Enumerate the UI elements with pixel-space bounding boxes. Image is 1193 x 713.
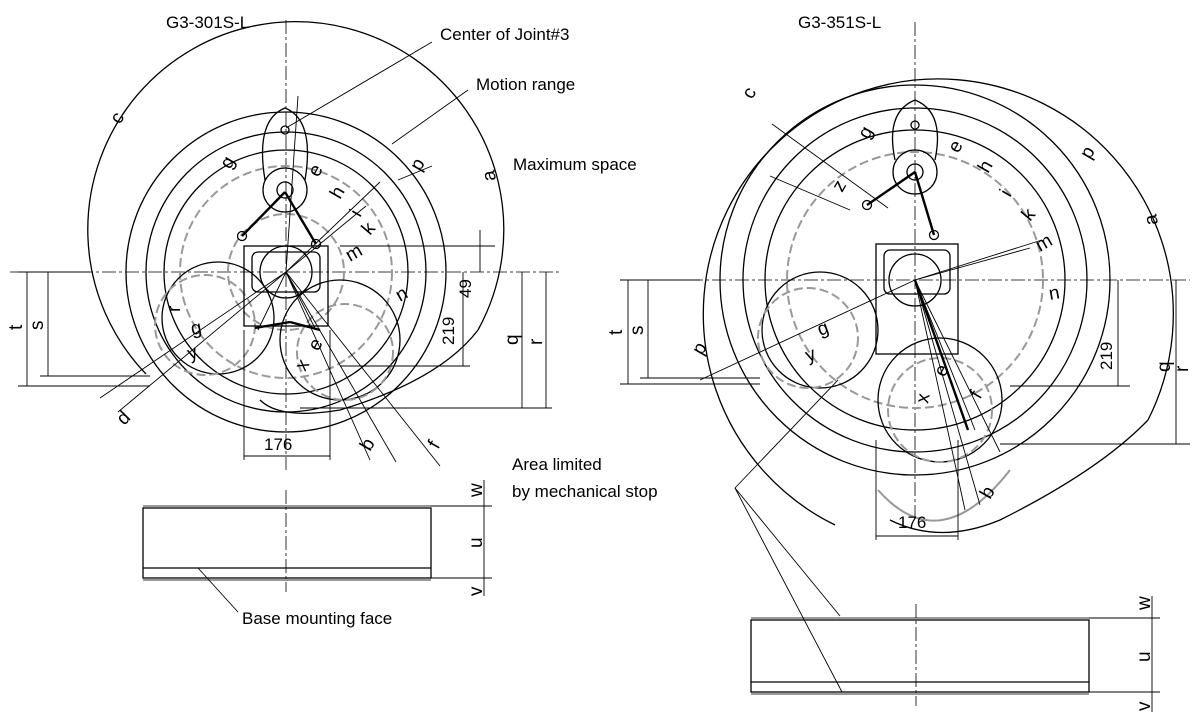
letter-c-right: c: [738, 84, 761, 103]
letter-m-right: m: [1032, 230, 1056, 256]
dim-176-left: 176: [264, 435, 292, 454]
dim-219-right: 219: [1097, 342, 1116, 370]
motion-range-label: Motion range: [476, 75, 575, 94]
letter-b-left: b: [356, 435, 379, 455]
letter-s-left: s: [27, 321, 48, 331]
letter-w-left: w: [466, 483, 487, 498]
letter-y-right: y: [803, 344, 820, 367]
letter-e-left: e: [304, 161, 327, 181]
letter-p2-right: p: [688, 339, 711, 359]
letter-a-left: a: [478, 168, 501, 182]
letter-w-right: w: [1134, 596, 1155, 611]
view-g3-301s-l: [10, 20, 560, 613]
letter-p-left: p: [406, 155, 429, 175]
area-limited-label-2: by mechanical stop: [512, 482, 658, 501]
letter-v-left: v: [466, 586, 487, 596]
letter-g2-right: g: [815, 317, 832, 340]
letter-r-left: r: [164, 305, 185, 312]
letter-v-right: v: [1134, 701, 1155, 711]
letter-p-right: p: [1076, 143, 1099, 163]
letter-u-left: u: [466, 537, 487, 548]
letter-a-right: a: [1140, 212, 1163, 226]
model-title-right: G3-351S-L: [798, 13, 881, 32]
letter-s-right: s: [627, 326, 648, 336]
letter-k-left: k: [358, 218, 381, 239]
letter-n-right: n: [1047, 282, 1061, 305]
dim-49-left: 49: [456, 279, 475, 298]
letter-t-right: t: [606, 329, 627, 335]
dim-176-right: 176: [898, 513, 926, 532]
view-g3-351s-l: [620, 22, 1190, 712]
letter-r-right: r: [1172, 365, 1193, 372]
letter-t-left: t: [6, 324, 27, 330]
letter-e-right: e: [944, 137, 967, 157]
maximum-space-label: Maximum space: [513, 155, 637, 174]
letter-r2-left: r: [526, 338, 547, 345]
letter-i-right: i: [996, 186, 1016, 200]
letter-q-left: q: [502, 334, 523, 345]
letter-h-right: h: [974, 157, 997, 177]
letter-c-left: c: [106, 109, 129, 128]
letter-k-right: k: [1018, 204, 1041, 225]
letter-z-right: z: [828, 177, 851, 196]
center-joint3-label: Center of Joint#3: [440, 25, 569, 44]
letter-g-right: g: [854, 123, 877, 143]
letter-g2-left: g: [189, 317, 203, 340]
area-limited-label-1: Area limited: [512, 455, 602, 474]
letter-x-right: x: [912, 391, 934, 404]
letter-n-left: n: [392, 283, 412, 306]
letter-f-right: f: [966, 387, 987, 403]
dim-219-left: 219: [439, 317, 458, 345]
letter-m-left: m: [342, 240, 366, 266]
base-mounting-face-label: Base mounting face: [242, 609, 392, 628]
model-title-left: G3-301S-L: [166, 13, 249, 32]
letter-q-right: q: [1154, 361, 1175, 372]
letter-u-right: u: [1134, 651, 1155, 662]
letter-x-left: x: [291, 355, 314, 374]
letter-d-left: d: [113, 407, 135, 429]
